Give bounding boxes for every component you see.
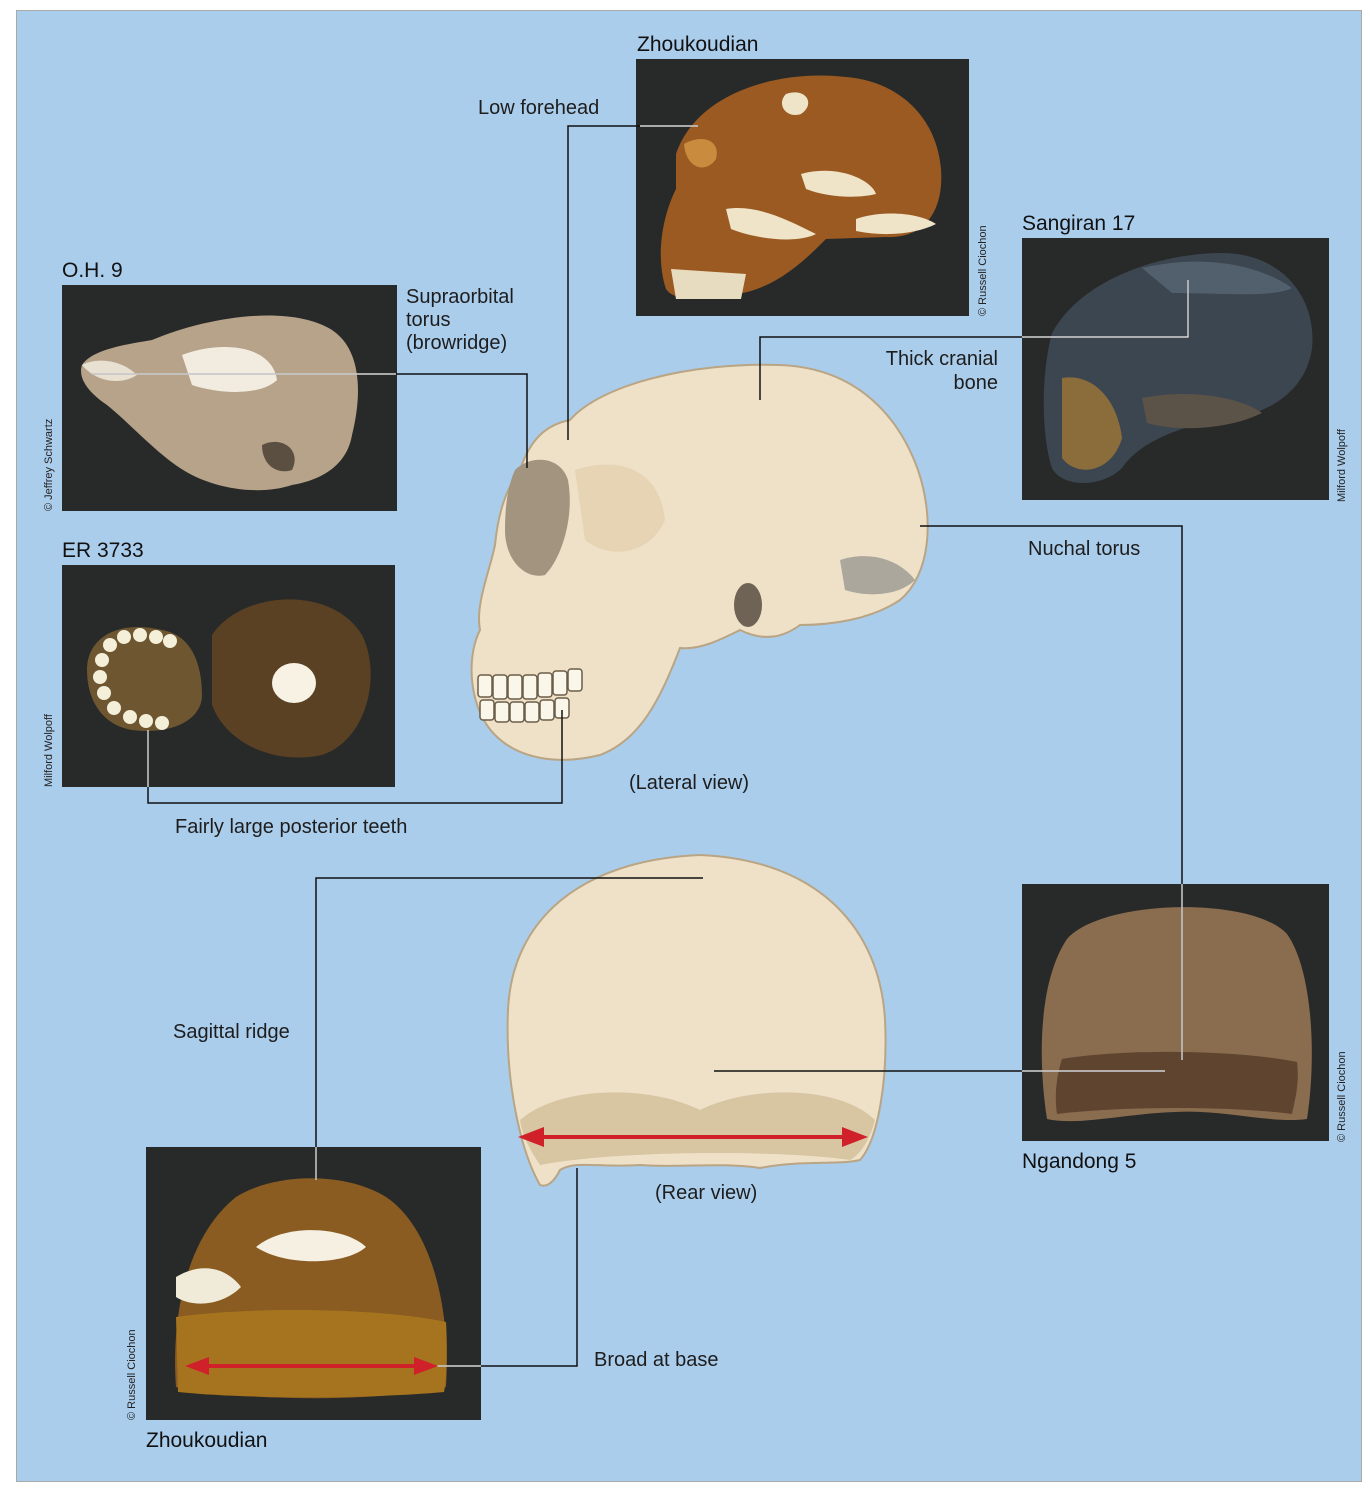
label-supraorbital-2: torus bbox=[406, 308, 450, 332]
photo-sangiran bbox=[1022, 238, 1329, 500]
credit-zhoukoudian-top: © Russell Ciochon bbox=[977, 225, 989, 316]
title-zhoukoudian-top: Zhoukoudian bbox=[637, 33, 758, 57]
title-zhoukoudian-bottom: Zhoukoudian bbox=[146, 1429, 267, 1453]
label-sagittal-ridge: Sagittal ridge bbox=[173, 1020, 290, 1044]
photo-oh9 bbox=[62, 285, 397, 511]
label-supraorbital-3: (browridge) bbox=[406, 331, 507, 355]
credit-ngandong: © Russell Ciochon bbox=[1336, 1051, 1348, 1142]
label-lateral-view: (Lateral view) bbox=[629, 771, 749, 795]
label-broad-at-base: Broad at base bbox=[594, 1348, 719, 1372]
label-thick-2: bone bbox=[860, 371, 998, 395]
label-nuchal-torus: Nuchal torus bbox=[1028, 537, 1140, 561]
label-supraorbital-1: Supraorbital bbox=[406, 285, 514, 309]
photo-er3733 bbox=[62, 565, 395, 787]
credit-sangiran: Milford Wolpoff bbox=[1336, 429, 1348, 502]
label-low-forehead: Low forehead bbox=[478, 96, 599, 120]
label-posterior-teeth: Fairly large posterior teeth bbox=[175, 815, 407, 839]
label-rear-view: (Rear view) bbox=[655, 1181, 757, 1205]
credit-er3733: Milford Wolpoff bbox=[43, 714, 55, 787]
photo-zhoukoudian-lateral bbox=[636, 59, 969, 316]
label-thick-1: Thick cranial bbox=[860, 347, 998, 371]
credit-zhoukoudian-bottom: © Russell Ciochon bbox=[126, 1329, 138, 1420]
credit-oh9: © Jeffrey Schwartz bbox=[43, 419, 55, 511]
title-er3733: ER 3733 bbox=[62, 539, 144, 563]
title-oh9: O.H. 9 bbox=[62, 259, 123, 283]
photo-zhoukoudian-rear bbox=[146, 1147, 481, 1420]
title-sangiran: Sangiran 17 bbox=[1022, 212, 1135, 236]
title-ngandong: Ngandong 5 bbox=[1022, 1150, 1136, 1174]
photo-ngandong bbox=[1022, 884, 1329, 1141]
